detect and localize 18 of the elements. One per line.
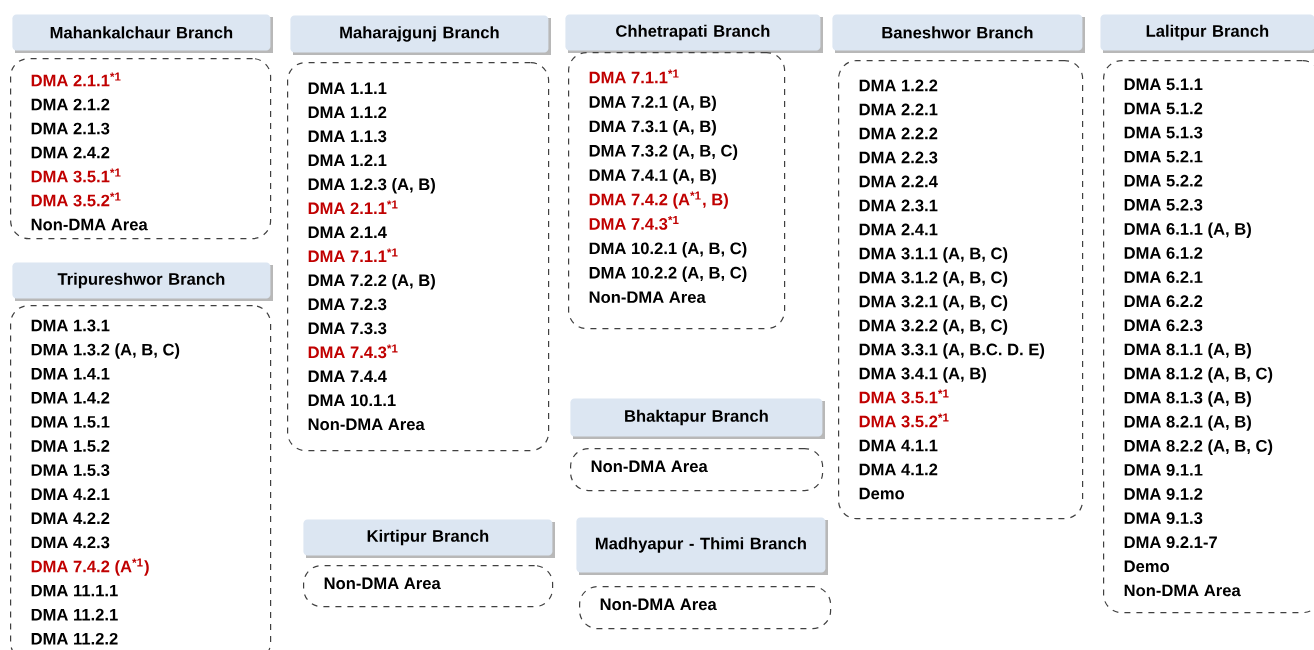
area-list-box: DMA 1.1.1 DMA 1.1.2 DMA 1.1.3 DMA 1.2.1 DMA 1.2.3 (A, B) DMA 2.1.1$^{*1}$ DMA 2.1.4 DMA 7.1.1$^{*1}$ DMA 7.2.2 (A, B) DMA 7.2.3 DMA 7.3.3 DMA 7.4.3$^{*1}$ DMA 7.4.4 DMA 10.1.1 Non-DMA Area bbox=[287, 62, 550, 452]
area-list-box: DMA 5.1.1 DMA 5.1.2 DMA 5.1.3 DMA 5.2.1 DMA 5.2.2 DMA 5.2.3 DMA 6.1.1 (A, B) DMA 6.1.2 DMA 6.2.1 DMA 6.2.2 DMA 6.2.3 DMA 8.1.1 (A, B) DMA 8.1.2 (A, B, C) DMA 8.1.3 (A, B) DMA 8.2.1 (A, B) DMA 8.2.2 (A, B, C) DMA 9.1.1 DMA 9.1.2 DMA 9.1.3 DMA 9.2.1-7 Demo Non-DMA Area bbox=[1103, 60, 1314, 614]
branch-header: Tripureshwor Branch bbox=[12, 262, 273, 301]
branch-header: Kirtipur Branch bbox=[303, 519, 555, 558]
branch-header: Baneshwor Branch bbox=[832, 14, 1085, 53]
area-list-box: DMA 2.1.1$^{*1}$ DMA 2.1.2 DMA 2.1.3 DMA 2.4.2 DMA 3.5.1$^{*1}$ DMA 3.5.2$^{*1}$ Non-DMA Area bbox=[10, 58, 272, 240]
branch-header: Lalitpur Branch bbox=[1100, 14, 1314, 53]
area-list-box: DMA 1.3.1 DMA 1.3.2 (A, B, C) DMA 1.4.1 DMA 1.4.2 DMA 1.5.1 DMA 1.5.2 DMA 1.5.3 DMA 4.2.1 DMA 4.2.2 DMA 4.2.3 DMA 7.4.2 (A$^{*1}$) DMA 11.1.1 DMA 11.2.1 DMA 11.2.2 bbox=[10, 305, 272, 650]
area-list-box: DMA 1.2.2 DMA 2.2.1 DMA 2.2.2 DMA 2.2.3 DMA 2.2.4 DMA 2.3.1 DMA 2.4.1 DMA 3.1.1 (A, B, C) DMA 3.1.2 (A, B, C) DMA 3.2.1 (A, B, C) DMA 3.2.2 (A, B, C) DMA 3.3.1 (A, B.C. D. E) DMA 3.4.1 (A, B) DMA 3.5.1$^{*1}$ DMA 3.5.2$^{*1}$ DMA 4.1.1 DMA 4.1.2 Demo bbox=[838, 60, 1084, 520]
branch-header: Maharajgunj Branch bbox=[290, 15, 551, 55]
branch-header: Mahankalchaur Branch bbox=[12, 14, 273, 53]
branch-header: Bhaktapur Branch bbox=[570, 398, 825, 439]
area-list-box: Non-DMA Area bbox=[570, 448, 824, 492]
branch-header: Madhyapur - Thimi Branch bbox=[576, 517, 828, 575]
area-list-box: Non-DMA Area bbox=[579, 586, 832, 630]
area-list-box: DMA 7.1.1$^{*1}$ DMA 7.2.1 (A, B) DMA 7.3.1 (A, B) DMA 7.3.2 (A, B, C) DMA 7.4.1 (A, B) DMA 7.4.2 (A$^{*1}$, B) DMA 7.4.3$^{*1}$ DMA 10.2.1 (A, B, C) DMA 10.2.2 (A, B, C) Non-DMA Area bbox=[568, 52, 786, 330]
branch-header: Chhetrapati Branch bbox=[565, 14, 823, 53]
area-list-box: Non-DMA Area bbox=[303, 565, 554, 608]
